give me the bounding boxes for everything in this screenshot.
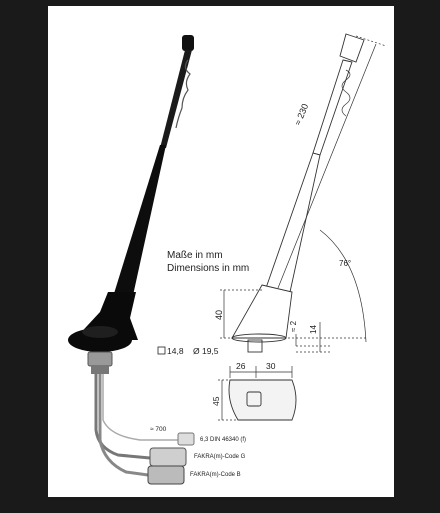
square-hole-label: 14,8 (167, 346, 184, 356)
antenna-mast (112, 145, 166, 300)
antenna-tip (182, 35, 194, 51)
base-height-label: 40 (214, 310, 224, 320)
gap-label: ≈ 2 (289, 320, 298, 332)
fakra-g-plug (149, 447, 187, 467)
base-top-view (228, 379, 297, 421)
top-view-hole (246, 391, 262, 407)
fakra-g-label: FAKRA(m)-Code G (194, 454, 246, 460)
round-hole-label: Ø 19,5 (193, 346, 219, 356)
antenna-rod (160, 50, 192, 148)
diagram-frame (48, 6, 394, 497)
angle-arc (319, 229, 367, 343)
drawing-tip (339, 33, 365, 63)
base-width-left-label: 26 (236, 361, 246, 371)
length-label: ≈ 230 (293, 102, 311, 127)
dimension-lines (218, 35, 387, 421)
din-plug (177, 432, 195, 446)
angle-label: 76° (339, 259, 351, 268)
cable-length-label: ≈ 700 (150, 426, 167, 433)
drawing-base (231, 284, 293, 339)
cable-3 (102, 374, 178, 441)
drawing-rod (312, 59, 353, 156)
cable-2 (98, 374, 149, 477)
technical-drawing (228, 33, 365, 421)
antenna-nut (87, 351, 113, 367)
fakra-b-label: FAKRA(m)-Code B (190, 472, 241, 478)
units-caption-en: Dimensions in mm (167, 263, 249, 274)
antenna-photo (68, 35, 195, 485)
fakra-b-plug (147, 465, 185, 485)
drawing-nut (247, 339, 263, 353)
thickness-label: 14 (309, 325, 318, 334)
base-width-right-label: 30 (266, 361, 276, 371)
units-caption-de: Maße in mm (167, 250, 223, 261)
square-hole-icon (157, 346, 166, 355)
base-depth-label: 45 (211, 396, 221, 406)
din-connector-label: 6,3 DIN 46340 (f) (200, 437, 246, 443)
cable-1 (94, 374, 151, 460)
length-dim-line (277, 43, 377, 289)
drawing-mast (265, 152, 321, 293)
